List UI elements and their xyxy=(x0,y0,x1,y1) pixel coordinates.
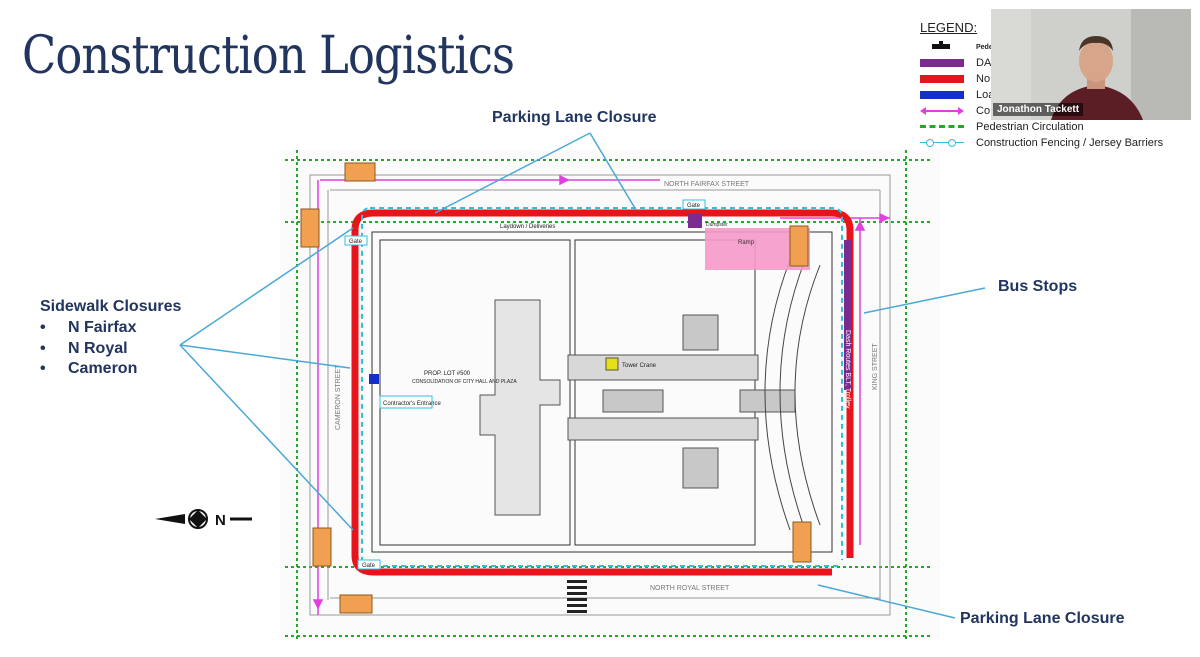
contractors-entrance-box xyxy=(379,395,433,409)
gate-north xyxy=(682,199,706,210)
dumpster-label: Dumpster xyxy=(706,222,728,228)
cyan-fence-swatch xyxy=(918,136,966,150)
sign-se xyxy=(792,521,812,563)
north-label: N xyxy=(215,512,226,529)
blue-swatch xyxy=(918,88,966,102)
sidewalk-item-label: N Fairfax xyxy=(68,319,137,336)
loading-zone xyxy=(369,374,379,384)
participant-name: Jonathon Tackett xyxy=(993,103,1084,116)
sidewalk-item-label: Cameron xyxy=(68,360,138,377)
legend-item: No xyxy=(918,72,990,86)
legend-item: Co xyxy=(918,104,990,118)
sidewalk-item-label: N Royal xyxy=(68,339,128,357)
legend-label: DA xyxy=(976,57,992,69)
gate-south-label: Gate xyxy=(362,563,376,569)
legend-label: Pedestrian Circulation xyxy=(976,121,1084,133)
red-swatch xyxy=(918,72,966,86)
gate-west-label: Gate xyxy=(349,239,363,245)
sign-w-top xyxy=(300,208,320,248)
city-hall-building xyxy=(479,299,796,516)
legend-title: LEGEND: xyxy=(920,20,978,35)
bus-stop-label: Dash Routes BLT, Trolley xyxy=(844,330,851,409)
gate-north-label: Gate xyxy=(687,203,701,209)
gate-south xyxy=(357,559,381,570)
sign-ne xyxy=(789,225,809,267)
legend-label: Pede xyxy=(976,43,993,51)
sign-sw xyxy=(339,594,373,614)
participant-avatar xyxy=(991,9,1191,120)
north-arrow xyxy=(155,509,252,529)
ramp-label: Ramp xyxy=(738,240,755,246)
legend-label: Loa xyxy=(976,89,995,101)
slide-title: Construction Logistics xyxy=(22,26,515,86)
pedestrian-sign-icon xyxy=(918,40,966,54)
street-west: CAMERON STREET xyxy=(335,364,342,430)
magenta-arrow-icon xyxy=(918,104,966,118)
parking-lane-closure-bottom: Parking Lane Closure xyxy=(960,610,1125,627)
street-east: KING STREET xyxy=(872,343,879,390)
gate-west xyxy=(344,235,368,246)
sidewalk-closures-title: Sidewalk Closures xyxy=(40,298,182,315)
crosswalk xyxy=(567,580,587,613)
street-curbs xyxy=(309,174,891,616)
lot-label: PROP. LOT #500 xyxy=(424,371,471,377)
legend: LEGEND: Pede DA No Loa Co Pedestrian Cir… xyxy=(918,18,1188,158)
sidewalk-item: •N Royal xyxy=(40,339,128,357)
legend-item: Construction Fencing / Jersey Barriers xyxy=(918,136,1163,150)
dumpster-north xyxy=(688,214,702,228)
pedestrian-circulation xyxy=(285,150,930,640)
bus-stops-callout: Bus Stops xyxy=(998,278,1078,295)
green-dash-swatch xyxy=(918,120,966,134)
traffic-signs xyxy=(300,162,812,614)
sidewalk-closures-list: •N Fairfax •N Royal •Cameron xyxy=(40,318,137,380)
tower-crane xyxy=(605,357,619,371)
curved-seating xyxy=(764,259,821,531)
parking-lane-closure-top: Parking Lane Closure xyxy=(492,109,657,126)
street-south: NORTH ROYAL STREET xyxy=(650,585,730,592)
legend-item: DA xyxy=(918,56,991,70)
sidewalk-item: •Cameron xyxy=(40,360,138,377)
purple-swatch xyxy=(918,56,966,70)
street-north: NORTH FAIRFAX STREET xyxy=(664,181,750,188)
callout-leaders xyxy=(179,132,986,619)
lot-sub-label: CONSOLIDATION OF CITY HALL AND PLAZA xyxy=(412,379,517,385)
participant-video-tile[interactable]: Jonathon Tackett xyxy=(991,9,1191,120)
legend-label: No xyxy=(976,73,991,85)
sign-w-bottom xyxy=(312,527,332,567)
tower-crane-label: Tower Crane xyxy=(622,363,657,369)
building-outline xyxy=(371,231,833,553)
legend-item: Pedestrian Circulation xyxy=(918,120,1084,134)
legend-item: Pede xyxy=(918,40,993,54)
legend-label: Construction Fencing / Jersey Barriers xyxy=(976,137,1164,149)
sign-nw xyxy=(344,162,376,182)
contractors-entrance-label: Contractor's Entrance xyxy=(383,401,442,407)
bus-stop-zone xyxy=(844,240,852,390)
laydown-label: Laydown / Deliveries xyxy=(500,224,555,230)
legend-label: Co xyxy=(976,105,991,117)
sidewalk-item: •N Fairfax xyxy=(40,319,137,336)
legend-item: Loa xyxy=(918,88,994,102)
